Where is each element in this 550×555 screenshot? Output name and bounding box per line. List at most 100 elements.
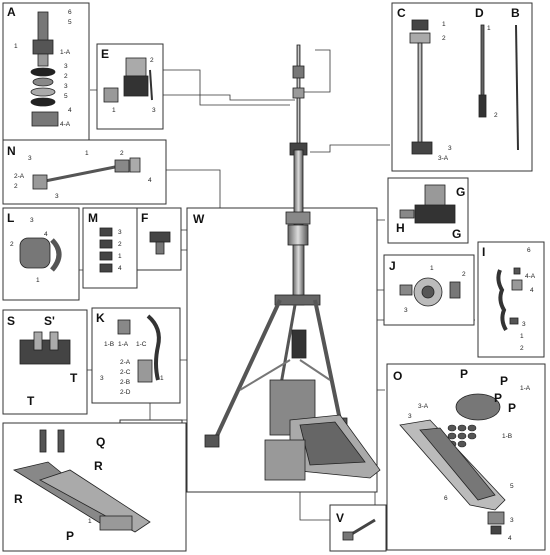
panel-A-callout: 1-A [60, 49, 71, 56]
panel-J-callout: 3 [404, 307, 408, 314]
panel-T-label-2: T [27, 394, 35, 408]
panel-G-label-2: G [452, 227, 461, 241]
panel-W-main-stand: W [186, 44, 381, 493]
panel-N: N 3 2-A 2 1 2 4 3 [2, 139, 167, 205]
panel-K-callout: 2-A [120, 359, 131, 366]
panel-G-label: G [456, 185, 465, 199]
panel-E-label: E [101, 47, 109, 61]
panel-E: E 2 1 3 [96, 43, 164, 130]
panel-Q-R-P: Q R R 1 P [2, 422, 187, 552]
panel-N-callout: 2 [14, 183, 18, 190]
panel-M-callout: 3 [118, 229, 122, 236]
panel-S-prime-label: S' [44, 314, 55, 328]
panel-D-label: D [475, 6, 484, 20]
panel-L-callout: 2 [10, 241, 14, 248]
panel-B-label: B [511, 6, 520, 20]
panel-O-callout: 3 [408, 413, 412, 420]
panel-D-callout: 2 [494, 112, 498, 119]
panel-A: A 6 5 1 1-A 3 2 3 5 4 4-A [2, 2, 90, 144]
panel-O-callout: 5 [510, 483, 514, 490]
panel-O-callout: 4 [508, 535, 512, 542]
panel-M-callout: 1 [118, 253, 122, 260]
panel-C-callout: 3 [448, 145, 452, 152]
panel-N-callout: 2-A [14, 173, 25, 180]
panel-P-label: P [500, 374, 508, 388]
panel-L-callout: 4 [44, 231, 48, 238]
panel-C-callout: 2 [442, 35, 446, 42]
panel-J-label: J [389, 259, 396, 273]
panel-A-callout: 4-A [60, 121, 71, 128]
panel-O-callout: 6 [444, 495, 448, 502]
panel-N-callout: 2 [120, 150, 124, 157]
panel-I-callout: 3 [522, 321, 526, 328]
panel-C-callout: 3-A [438, 155, 449, 162]
panel-T-label: T [70, 371, 78, 385]
panel-K: K 1-B 1-A 1-C 2-A 2-C 2-B 2-D 3 1 [91, 307, 181, 404]
panel-N-callout: 1 [85, 150, 89, 157]
panel-N-callout: 3 [28, 155, 32, 162]
panel-O-label: O [393, 369, 402, 383]
panel-S-label: S [7, 314, 15, 328]
panel-E-callout: 1 [112, 107, 116, 114]
panel-N-callout: 4 [148, 177, 152, 184]
panel-E-callout: 2 [150, 57, 154, 64]
panel-P-label: P [494, 391, 502, 405]
panel-P-label-2: P [66, 529, 74, 543]
panel-K-callout: 1-A [118, 341, 129, 348]
panel-I-label: I [482, 245, 485, 259]
panel-O-callout: 1-A [520, 385, 531, 392]
panel-N-label: N [7, 144, 16, 158]
panel-S: S S' T T [2, 309, 88, 415]
panel-I-callout: 6 [527, 247, 531, 254]
panel-K-callout: 1 [160, 375, 164, 382]
panel-F-label: F [141, 211, 148, 225]
panel-A-callout: 5 [64, 93, 68, 100]
panel-I-callout: 1 [520, 333, 524, 340]
panel-O-callout: 3-A [418, 403, 429, 410]
panel-A-callout: 6 [68, 9, 72, 16]
panel-F: F [136, 207, 182, 271]
panel-K-callout: 2-B [120, 379, 130, 386]
panel-K-callout: 1-B [104, 341, 114, 348]
panel-V: V [329, 504, 387, 552]
panel-A-callout: 3 [64, 83, 68, 90]
panel-L-label: L [7, 211, 14, 225]
panel-A-callout: 4 [68, 107, 72, 114]
panel-P-label: P [508, 401, 516, 415]
panel-P-label: P [460, 367, 468, 381]
panel-M-label: M [88, 211, 98, 225]
panel-O-callout: 1-B [502, 433, 512, 440]
panel-W-label: W [193, 212, 205, 226]
panel-I-callout: 4-A [525, 273, 536, 280]
panel-M-callout: 4 [118, 265, 122, 272]
panel-H-label: H [396, 221, 405, 235]
panel-A-callout: 5 [68, 19, 72, 26]
panel-G-H: G H G [387, 177, 469, 244]
panel-K-callout: 2-D [120, 389, 131, 396]
panel-L: L 3 2 4 1 [2, 207, 80, 301]
panel-J: J 1 2 3 [383, 254, 475, 326]
panel-R-label: R [94, 459, 103, 473]
panel-A-callout: 1 [14, 43, 18, 50]
panel-C-D-B: C D B 1 2 3 3-A 1 2 [391, 2, 533, 172]
panel-J-callout: 2 [462, 271, 466, 278]
panel-R-label-2: R [14, 492, 23, 506]
panel-A-callout: 3 [64, 63, 68, 70]
panel-O-callout: 3 [510, 517, 514, 524]
panel-L-callout: 1 [36, 277, 40, 284]
panel-A-label: A [7, 5, 16, 19]
panel-M: M 3 2 1 4 [82, 207, 138, 289]
panel-C-label: C [397, 6, 406, 20]
panel-Q-callout: 1 [88, 518, 92, 525]
panel-I-callout: 2 [520, 345, 524, 352]
panel-A-callout: 2 [64, 73, 68, 80]
panel-N-callout: 3 [55, 193, 59, 200]
panel-K-label: K [96, 311, 105, 325]
panel-C-callout: 1 [442, 21, 446, 28]
panel-I-callout: 4 [530, 287, 534, 294]
panel-K-callout: 2-C [120, 369, 131, 376]
panel-O: O P P P P 1-A 3-A 3 1-B 6 5 3 4 [386, 363, 546, 551]
panel-V-label: V [336, 511, 344, 525]
panel-L-callout: 3 [30, 217, 34, 224]
